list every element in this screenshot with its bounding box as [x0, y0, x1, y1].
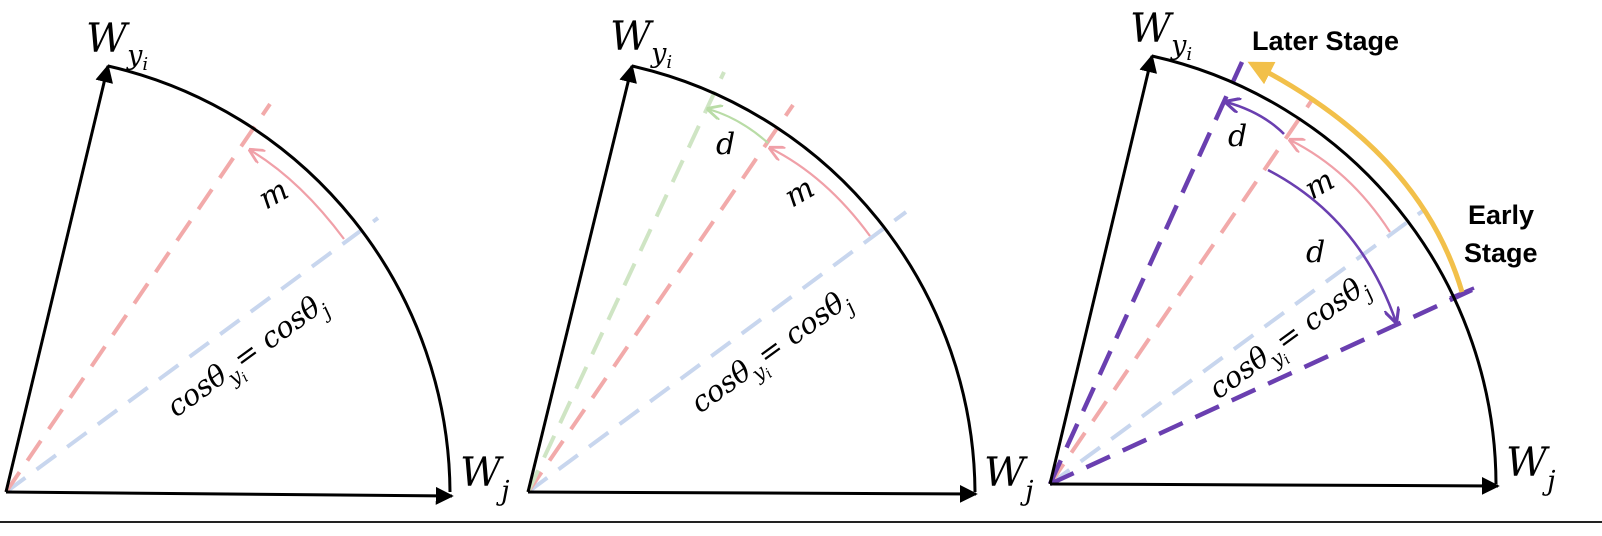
equation-label: cosθyi= cosθj — [160, 286, 337, 431]
x-axis-arrow — [5, 486, 454, 505]
decision-boundary-line — [4, 216, 380, 494]
decision-boundary-line — [1048, 208, 1426, 486]
x-axis-label: Wj — [460, 450, 510, 507]
y-axis-arrow — [4, 64, 113, 493]
y-axis-arrow — [1048, 54, 1157, 485]
margin-arrow — [770, 148, 871, 237]
delta-arrow — [708, 109, 769, 144]
x-axis-arrow — [527, 484, 978, 503]
delta-arrow-upper — [1226, 102, 1285, 135]
margin-boundary-line — [4, 102, 272, 494]
delta-arrow-lower — [1267, 168, 1396, 322]
unit-arc — [1151, 54, 1498, 485]
x-axis-label: Wj — [984, 450, 1034, 507]
margin-boundary-line — [1048, 98, 1314, 486]
purple-lower-boundary — [1049, 287, 1473, 487]
panel-2: Wyi Wj d m cosθyi= cosθj — [526, 14, 1034, 507]
y-axis-label: Wyi — [610, 14, 672, 73]
early-stage-label-line1: Early — [1468, 200, 1534, 230]
unit-arc — [631, 64, 977, 493]
delta-label-upper: d — [1228, 119, 1247, 154]
panel-3: Wyi Wj Later Stage Early Stage d d m cos… — [1047, 6, 1556, 497]
y-axis-label: Wyi — [1130, 6, 1192, 65]
x-axis-label: Wj — [1506, 440, 1556, 497]
stage-progress-arrow — [1247, 61, 1465, 293]
margin-boundary-line — [526, 103, 795, 494]
panel-1: Wyi Wj m cosθyi= cosθj — [4, 16, 510, 507]
delta-label: d — [716, 127, 735, 162]
later-stage-label: Later Stage — [1252, 26, 1399, 56]
purple-upper-boundary — [1047, 61, 1245, 485]
decision-boundary-line — [526, 210, 908, 494]
margin-arrow — [250, 150, 345, 240]
delta-boundary-line — [526, 71, 726, 493]
equation-label: cosθyi= cosθj — [1202, 268, 1379, 413]
unit-arc — [107, 64, 452, 493]
x-axis-arrow — [1049, 476, 1500, 495]
margin-arrow — [1290, 140, 1391, 233]
delta-label-lower: d — [1306, 235, 1325, 270]
y-axis-arrow — [526, 64, 637, 493]
y-axis-label: Wyi — [86, 16, 148, 75]
early-stage-label-line2: Stage — [1464, 238, 1538, 268]
